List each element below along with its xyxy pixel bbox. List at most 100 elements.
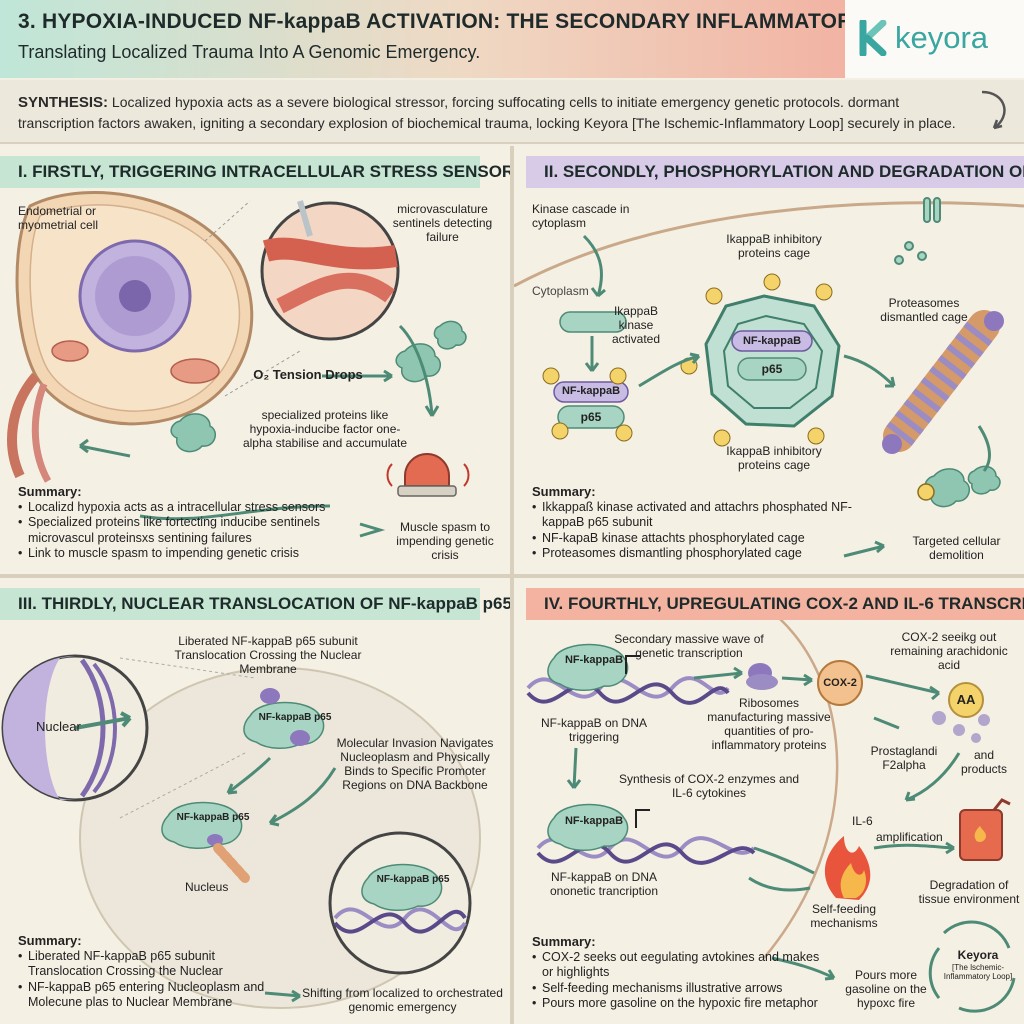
label-microvasculature: microvasculature sentinels detecting fai… xyxy=(392,202,493,244)
loop-title: Keyora xyxy=(957,948,999,962)
summary-item: Localizd hypoxia acts as a intracellular… xyxy=(18,500,373,516)
p65-label: p65 xyxy=(580,410,602,424)
nfkb-label: NF-kappaB xyxy=(561,385,621,397)
label-gasoline: Pours more gasoline on the hypoxc fire xyxy=(845,968,927,1010)
aa-circle xyxy=(948,682,984,718)
label-degradation: Degradation of tissue environment xyxy=(918,878,1020,906)
nfkb-p65-label-1: NF-kappaB p65 xyxy=(258,712,332,723)
logo-wordmark: keyora xyxy=(895,20,989,55)
nfkb-blob-2 xyxy=(161,801,250,883)
divider-vertical xyxy=(510,146,514,1024)
dna-upper xyxy=(526,643,730,705)
ribosome-icon xyxy=(746,663,778,690)
demolished-fragments xyxy=(917,465,1001,508)
label-products: and products xyxy=(960,748,1008,776)
panel3-illustration xyxy=(1,654,481,1009)
label-ribosomes: Ribosomes manufacturing massive quantiti… xyxy=(707,696,831,752)
label-kinase-cascade: Kinase cascade in cytoplasm xyxy=(532,202,630,230)
label-cage-top: IkappaB inhibitory proteins cage xyxy=(726,232,822,260)
panel2-illustration xyxy=(514,197,1024,558)
cox2-circle xyxy=(817,660,863,706)
panel2-title: II. SECONDLY, PHOSPHORYLATION AND DEGRAD… xyxy=(526,156,1024,188)
header-banner: 3. HYPOXIA-INDUCED NF-kappaB ACTIVATION:… xyxy=(0,0,1002,78)
summary-item: COX-2 seeks out eegulating avtokines and… xyxy=(532,950,832,981)
loop-subtitle: [The lschemic-Inflammatory Loop] xyxy=(943,963,1013,981)
loop-cycle-icon xyxy=(928,920,1016,1013)
panel-phosphorylation: II. SECONDLY, PHOSPHORYLATION AND DEGRAD… xyxy=(514,146,1024,574)
receptor-icon xyxy=(894,197,941,265)
kinase-capsule xyxy=(559,311,627,333)
dna-lower xyxy=(536,803,756,865)
summary-title: Summary: xyxy=(532,484,596,499)
summary-item: Link to muscle spasm to impending geneti… xyxy=(18,546,373,562)
panel-cox2-il6: IV. FOURTHLY, UPREGULATING COX-2 AND IL-… xyxy=(514,578,1024,1024)
label-il6: IL-6 xyxy=(852,814,873,828)
panel1-illustration xyxy=(7,191,470,538)
flow-arrows xyxy=(582,234,991,558)
flow-arrows xyxy=(226,756,337,1003)
label-cox-seeking: COX-2 seeikg out remaining arachidonic a… xyxy=(890,630,1008,672)
label-proteasomes: Proteasomes dismantled cage xyxy=(880,296,968,324)
summary-title: Summary: xyxy=(18,933,82,948)
panel3-title: III. THIRDLY, NUCLEAR TRANSLOCATION OF N… xyxy=(0,588,510,620)
nfkb-p65-label-3: NF-kappaB p65 xyxy=(376,874,450,885)
hif-proteins xyxy=(170,320,467,453)
nfkb-label-upper: NF-kappaB xyxy=(564,654,624,666)
label-prostaglandin: Prostaglandi F2alpha xyxy=(870,744,938,772)
page-subtitle: Translating Localized Trauma Into A Geno… xyxy=(18,42,481,62)
label-dna-triggering: NF-kappaB on DNA triggering xyxy=(540,716,648,744)
label-amplification: amplification xyxy=(876,830,943,844)
label-o2-drop: O₂ Tension Drops xyxy=(253,367,363,382)
cox2-label: COX-2 xyxy=(823,677,857,689)
label-demolition: Targeted cellular demolition xyxy=(912,534,1001,562)
brand-logo: keyora xyxy=(845,0,1024,78)
synthesis-label: SYNTHESIS: xyxy=(18,94,109,111)
nfkb-blob-1 xyxy=(243,688,325,749)
membrane-line xyxy=(514,201,1024,288)
label-invasion: Molecular Invasion Navigates Nucleoplasm… xyxy=(336,736,494,792)
summary-item: NF-kapaB kinase attachts phosphorylated … xyxy=(532,531,862,547)
panel1-title: I. FIRSTLY, TRIGGERING INTRACELLULAR STR… xyxy=(0,156,510,188)
curved-arrow-icon xyxy=(981,90,1006,130)
label-hif-proteins: specialized proteins like hypoxia-induci… xyxy=(242,408,408,450)
product-dots xyxy=(932,711,990,743)
panel1-summary: Summary: Localizd hypoxia acts as a intr… xyxy=(18,484,373,562)
panel-stress-sensors: I. FIRSTLY, TRIGGERING INTRACELLULAR STR… xyxy=(0,146,510,574)
inhibitor-cage xyxy=(680,273,841,447)
alarm-bell-icon xyxy=(386,453,470,497)
panel-nuclear-translocation: III. THIRDLY, NUCLEAR TRANSLOCATION OF N… xyxy=(0,578,510,1024)
dna-zoom xyxy=(328,831,472,975)
label-cell: Endometrial or myometrial cell xyxy=(18,204,99,232)
nuclear-membrane-zoom xyxy=(1,654,256,819)
aa-label: AA xyxy=(956,692,976,707)
cell-boundary xyxy=(763,617,839,959)
label-nucleus: Nucleus xyxy=(185,880,229,894)
summary-title: Summary: xyxy=(18,484,82,499)
divider-horizontal xyxy=(0,574,1024,578)
label-kinase-activated: IkappaB kinase activated xyxy=(611,304,661,346)
summary-item: Specialized proteins like fortecting ind… xyxy=(18,515,373,546)
summary-title: Summary: xyxy=(532,934,596,949)
label-wave: Secondary massive wave of genetic transc… xyxy=(614,632,764,660)
summary-item: Proteasomes dismantling phosphorylated c… xyxy=(532,546,862,562)
label-cage-bottom: IkappaB inhibitory proteins cage xyxy=(726,444,822,472)
synthesis-text: SYNTHESIS: Localized hypoxia acts as a s… xyxy=(18,92,968,133)
magnified-vessel xyxy=(204,200,400,397)
summary-item: Pours more gasoline on the hypoxic fire … xyxy=(532,996,832,1012)
label-muscle-spasm: Muscle spasm to impending genetic crisis xyxy=(396,520,494,562)
proteasome xyxy=(882,310,1004,454)
synthesis-box: SYNTHESIS: Localized hypoxia acts as a s… xyxy=(0,80,1024,144)
cage-nfkb-label: NF-kappaB xyxy=(742,335,802,347)
panel3-summary: Summary: Liberated NF-kappaB p65 subunit… xyxy=(18,933,268,1011)
cage-p65-label: p65 xyxy=(761,362,783,376)
summary-item: Liberated NF-kappaB p65 subunit Transloc… xyxy=(18,949,268,980)
panel4-summary: Summary: COX-2 seeks out eegulating avto… xyxy=(532,934,832,1012)
page-title: 3. HYPOXIA-INDUCED NF-kappaB ACTIVATION:… xyxy=(18,10,1002,33)
label-dna-oncogenic: NF-kappaB on DNA ononetic trancription xyxy=(549,870,659,898)
label-synthesis: Synthesis of COX-2 enzymes and IL-6 cyto… xyxy=(618,772,800,800)
label-shift: Shifting from localized to orchestrated … xyxy=(302,986,503,1014)
label-nuclear: Nuclear xyxy=(36,719,81,734)
keyora-logo-icon xyxy=(859,20,887,56)
label-liberated: Liberated NF-kappaB p65 subunit Transloc… xyxy=(174,634,362,676)
nfkb-complex-left xyxy=(542,367,633,442)
